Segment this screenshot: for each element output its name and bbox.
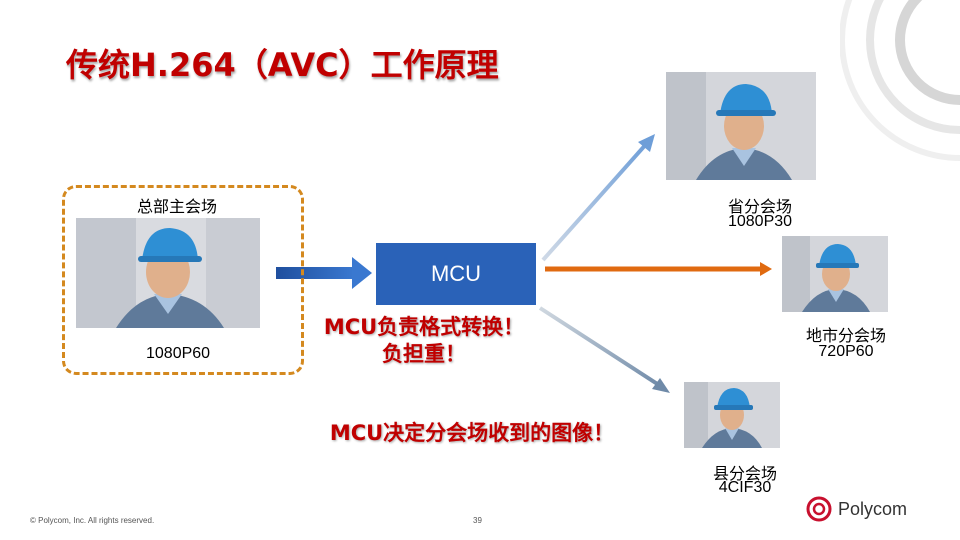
polycom-logo-text: Polycom [838, 498, 908, 519]
county-resolution: 4CIF30 [718, 479, 772, 496]
decorative-circles [840, 0, 960, 161]
slide-title: 传统H.264（AVC）工作原理 [66, 46, 499, 84]
hq-site-frame [62, 185, 304, 375]
city-resolution: 720P60 [818, 343, 874, 360]
mcu-label: MCU [430, 261, 482, 286]
mcu-note-line2: 负担重！ [382, 342, 466, 367]
page-number: 39 [473, 516, 482, 525]
county-video-image [684, 382, 780, 448]
mcu-to-county-arrow [538, 306, 670, 393]
hq-video-image [76, 218, 260, 328]
province-video-image [666, 72, 816, 180]
mcu-to-province-arrow [541, 134, 655, 262]
county-site-label: 县分会场 [712, 466, 777, 483]
province-site-label: 省分会场 [727, 199, 792, 216]
city-site-label: 地市分会场 [805, 328, 886, 345]
hq-resolution: 1080P60 [146, 345, 211, 362]
mcu-box: MCU [376, 243, 536, 305]
province-resolution: 1080P30 [727, 213, 793, 230]
polycom-logo: Polycom [806, 496, 907, 522]
mcu-decide-note: MCU决定分会场收到的图像！ [329, 421, 615, 445]
hq-to-mcu-arrow [276, 257, 372, 289]
mcu-to-city-arrow [545, 262, 772, 276]
copyright-text: © Polycom, Inc. All rights reserved. [30, 516, 155, 525]
polycom-logo-icon [806, 496, 832, 522]
city-video-image [782, 236, 888, 312]
mcu-conversion-note: MCU负责格式转换！ 负担重！ [316, 314, 532, 369]
hq-site-label: 总部主会场 [137, 197, 218, 216]
mcu-note-line1: MCU负责格式转换！ [323, 315, 525, 339]
